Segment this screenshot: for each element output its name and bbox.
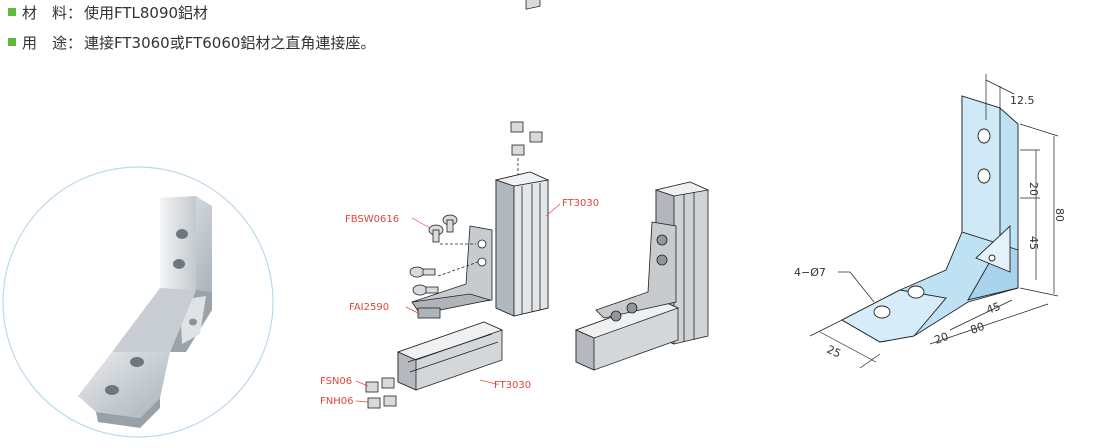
- bracket-photo: [78, 196, 212, 428]
- label-nut-a: FSN06: [320, 376, 352, 387]
- dim-45-horizontal: 45: [985, 300, 1003, 317]
- label-nut-b: FNH06: [320, 396, 353, 407]
- dim-80-vertical: 80: [1053, 208, 1066, 222]
- spec-usage-value: 連接FT3060或FT6060鋁材之直角連接座。: [84, 34, 376, 52]
- spec-usage: 用 途：連接FT3060或FT6060鋁材之直角連接座。: [8, 34, 375, 52]
- spec-material-value: 使用FTL8090鋁材: [84, 4, 209, 22]
- spec-material: 材 料：使用FTL8090鋁材: [8, 4, 208, 22]
- t-nut-icon: [511, 144, 525, 156]
- label-bracket: FAI2590: [349, 302, 389, 313]
- label-profile-top: FT3030: [562, 198, 599, 209]
- spec-material-key: 材 料：: [22, 4, 83, 22]
- dim-20-vertical: 20: [1027, 182, 1040, 196]
- t-nut-icon: [510, 121, 524, 133]
- dim-20-horizontal: 20: [933, 330, 951, 347]
- dim-12-5: 12.5: [1010, 94, 1035, 107]
- t-nut-icon: [529, 131, 543, 143]
- bullet-square-icon: [8, 8, 16, 16]
- t-nut-icon: [367, 397, 381, 409]
- spec-usage-key: 用 途：: [22, 34, 83, 52]
- screw-icon: [409, 214, 458, 296]
- t-nut-icon: [383, 395, 397, 407]
- t-nut-icon: [381, 377, 395, 389]
- dim-45-vertical: 45: [1027, 236, 1040, 250]
- label-profile-bottom: FT3030: [494, 380, 531, 391]
- dim-80-horizontal: 80: [969, 320, 987, 337]
- bullet-square-icon: [8, 38, 16, 46]
- t-nut-icon: [525, 0, 541, 10]
- label-screw: FBSW0616: [345, 214, 399, 225]
- t-nut-icon: [365, 381, 379, 393]
- dim-hole: 4−Ø7: [794, 266, 826, 279]
- dim-25: 25: [825, 343, 843, 361]
